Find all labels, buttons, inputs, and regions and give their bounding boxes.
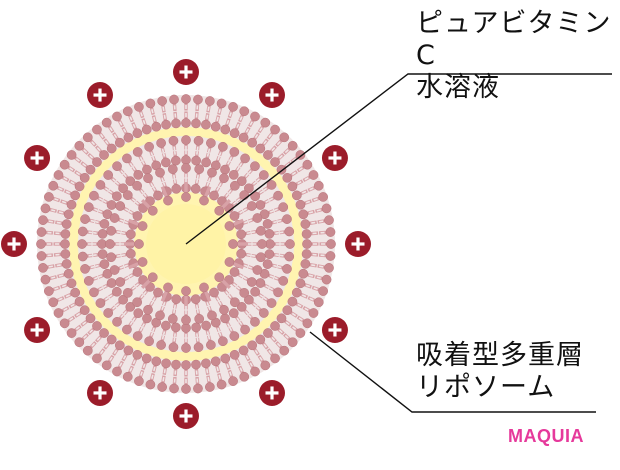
plus-charge-icon [87,379,113,406]
positive-charges [1,59,371,429]
label-bottom-line1: 吸着型多重層 [416,340,584,371]
plus-charge-icon [1,231,27,257]
plus-charge-icon [321,145,348,171]
label-bottom-line2: リポソーム [416,372,556,403]
plus-charge-icon [173,59,199,85]
plus-charge-icon [24,317,51,343]
plus-charge-icon [24,145,51,171]
leader-lines [185,73,612,413]
leader-line-vitamin-c [185,73,612,245]
leader-line-liposome [309,331,596,413]
label-pure-vitamin-c-solution: ピュアビタミンC 水溶液 [416,8,620,104]
plus-charge-icon [87,82,113,109]
plus-charge-icon [345,231,371,257]
label-top-line1: ピュアビタミンC [416,8,612,71]
label-multilayer-liposome: 吸着型多重層 リポソーム [416,340,584,404]
plus-charge-icon [173,403,199,429]
plus-charge-icon [259,82,285,109]
brand-logo: MAQUIA [508,426,584,446]
label-top-line2: 水溶液 [416,72,500,103]
plus-charge-icon [321,317,348,343]
plus-charge-icon [259,379,285,406]
